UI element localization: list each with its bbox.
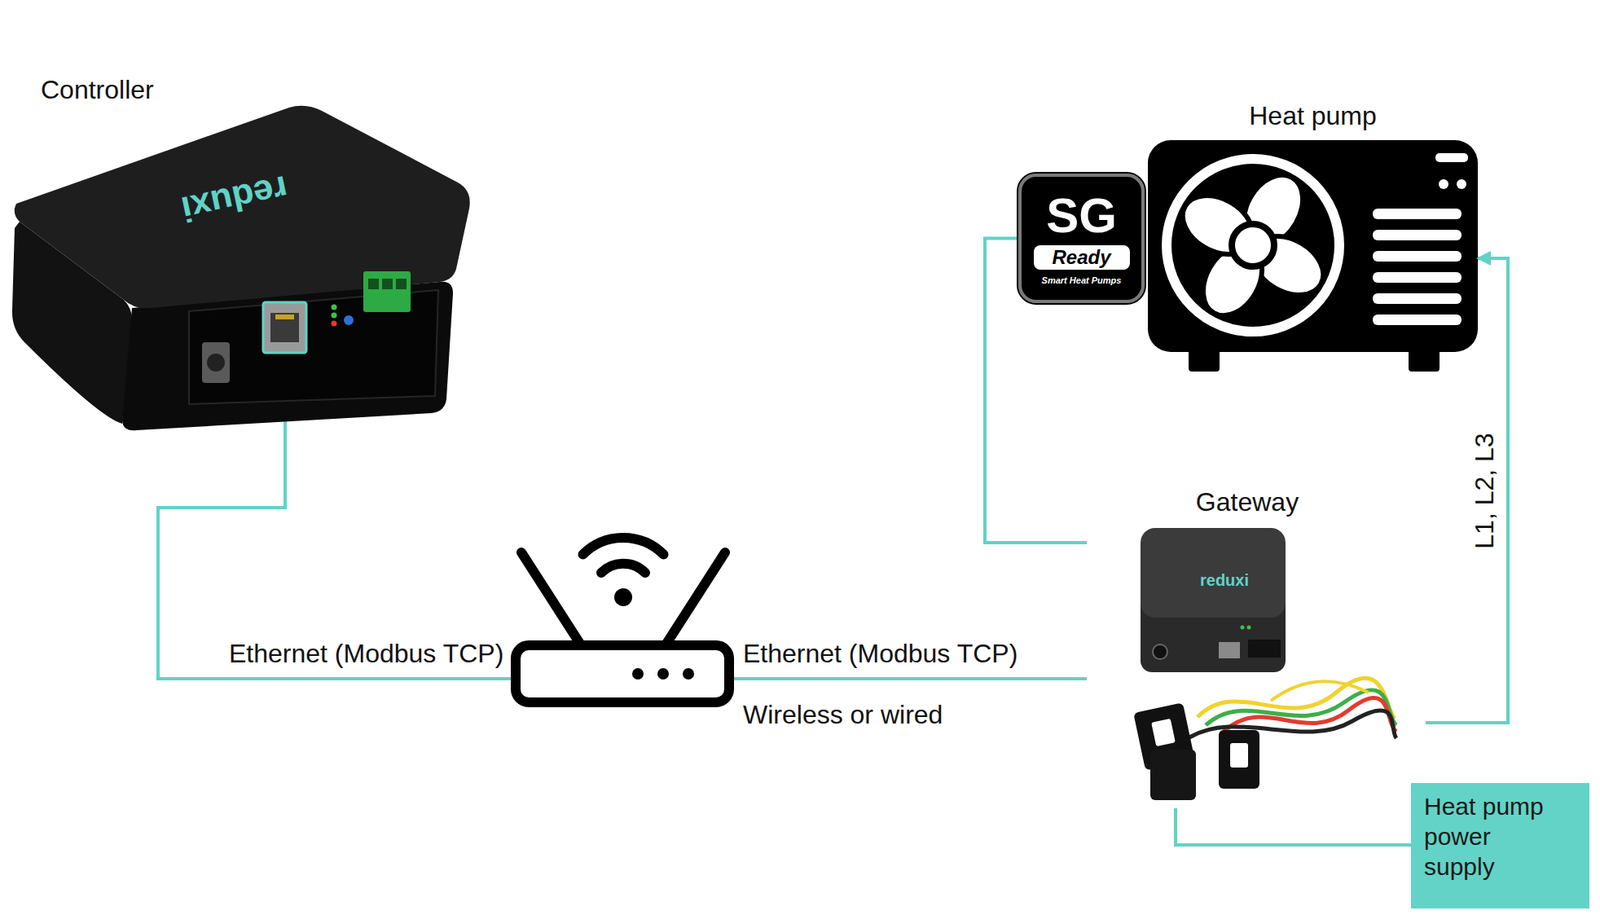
edge-label: L1, L2, L3 — [1469, 432, 1500, 549]
link-label: Ethernet (Modbus TCP) — [742, 638, 1018, 669]
current-clamp — [1218, 729, 1260, 789]
gateway-dc-jack — [1152, 644, 1168, 660]
gateway-ethernet-port — [1218, 641, 1240, 659]
grill-bar — [1372, 314, 1462, 326]
gateway-terminal — [1248, 639, 1281, 658]
ethernet-pins — [275, 314, 295, 320]
wifi-arc — [583, 537, 664, 555]
gateway-led — [1240, 625, 1245, 630]
sensor-wire — [1270, 681, 1369, 701]
device-heading: Heat pump — [1147, 101, 1478, 132]
gateway-led — [1247, 625, 1252, 630]
status-led — [331, 320, 338, 327]
label-holder: reduxi — [177, 168, 291, 229]
router-led — [632, 668, 644, 680]
router-antenna — [666, 552, 726, 644]
link-note: Wireless or wired — [742, 699, 943, 730]
badge-title: SG — [1046, 191, 1117, 241]
fan-ring — [1166, 158, 1340, 332]
device-heading: Gateway — [1086, 487, 1408, 518]
grill-bar — [1372, 229, 1462, 241]
unit-mark — [1456, 179, 1467, 190]
grill-bar — [1372, 208, 1462, 220]
label-holder: reduxi — [1200, 570, 1249, 590]
router-led — [682, 668, 695, 680]
router-body — [515, 645, 730, 703]
gateway-top — [1140, 527, 1286, 618]
brand-logo: reduxi — [177, 168, 291, 229]
label-holder: Ethernet (Modbus TCP) — [228, 638, 504, 669]
terminal-screw — [382, 278, 393, 290]
dc-jack-hole — [206, 353, 225, 372]
device-heading: Controller — [40, 74, 470, 106]
heat-pump-unit: Heat pump — [1147, 140, 1478, 352]
push-button — [343, 315, 354, 326]
status-led — [331, 312, 338, 319]
grill-bar — [1372, 250, 1462, 262]
badge-pill: Ready — [1033, 245, 1130, 270]
status-led — [331, 304, 338, 311]
gateway-device: Gateway — [1086, 487, 1426, 809]
label-holder: Ethernet (Modbus TCP) — [742, 638, 1018, 669]
heat-pump-body — [1147, 140, 1478, 352]
terminal-block — [363, 271, 411, 313]
sensor-wire — [1205, 690, 1397, 726]
router-led — [657, 668, 669, 680]
fan-hub — [1231, 224, 1275, 267]
badge-subtitle: Smart Heat Pumps — [1041, 274, 1122, 286]
ethernet-port — [263, 302, 307, 353]
grill-bar — [1372, 293, 1462, 304]
router-antenna — [521, 552, 581, 644]
wifi-dot — [614, 588, 633, 607]
power-supply-box: Heat pump power supply — [1410, 782, 1590, 909]
controller-device: Controller — [4, 74, 470, 429]
current-clamp — [1150, 749, 1196, 800]
unit-mark — [1438, 179, 1449, 190]
connector-line — [1425, 258, 1508, 723]
brand-logo: reduxi — [1200, 570, 1249, 590]
label-holder: L1, L2, L3 — [1469, 432, 1500, 549]
clamp-window — [1151, 718, 1176, 747]
ethernet-socket — [270, 312, 299, 343]
grill-bar — [1372, 272, 1462, 283]
connector-line — [1175, 808, 1411, 845]
dc-jack — [202, 342, 230, 383]
link-label: Ethernet (Modbus TCP) — [228, 638, 504, 669]
terminal-screw — [395, 278, 407, 290]
fan-blades — [1172, 164, 1334, 326]
wifi-arc — [601, 563, 646, 573]
box-text: Heat pump power supply — [1424, 791, 1565, 882]
sg-ready-badge: SG ReadySmart Heat Pumps — [1018, 173, 1145, 304]
ethernet-wire — [729, 676, 1087, 681]
clamp-window — [1230, 742, 1249, 768]
label-holder: Wireless or wired — [742, 699, 943, 730]
terminal-screw — [368, 278, 379, 290]
unit-mark — [1435, 153, 1469, 163]
